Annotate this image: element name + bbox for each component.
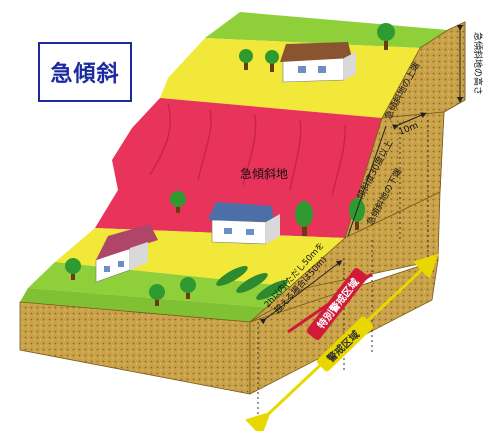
tree-icon [180,277,196,299]
title-box: 急傾斜 [38,42,132,102]
house-icon [95,224,158,283]
tree-icon [377,23,395,50]
tree-icon [239,49,253,70]
warning-zone-label-bg [316,316,374,372]
tree-icon [265,50,279,72]
slope-area-label: 急傾斜地 [240,166,288,181]
tree-icon [65,258,81,280]
house-icon [208,202,280,245]
trees [65,23,395,306]
special-zone-label-bg [306,267,368,341]
title-label: 急傾斜 [50,62,120,87]
tree-icon [295,201,313,236]
tree-icon [170,191,186,213]
house-icon [280,42,356,83]
slope-height-label: 急傾斜地の高さ [472,32,484,95]
front-green-lip [20,288,275,322]
slope-ridges [149,103,346,196]
steep-slope-band [95,98,382,238]
zone-arrows [245,253,439,435]
tree-icon [149,284,165,306]
